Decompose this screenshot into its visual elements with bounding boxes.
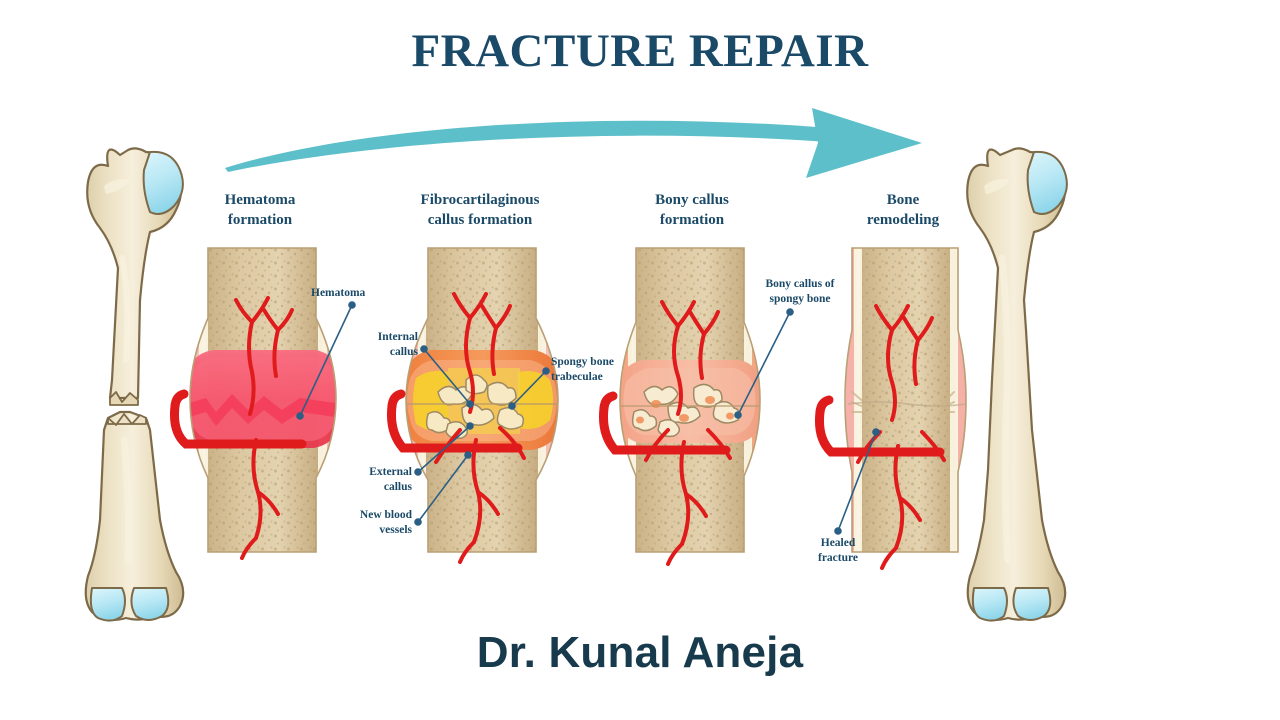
stage-label-line2: formation — [659, 212, 725, 229]
stage-label-fibrocartilaginous-callus-formation: Fibrocartilaginous callus formation — [380, 190, 580, 231]
page-title: FRACTURE REPAIR — [411, 25, 869, 77]
whole-femur-healed — [966, 147, 1068, 622]
bone-segment-stage-2 — [387, 247, 559, 564]
callout-hematoma: Hematoma — [311, 286, 365, 301]
callout-line2: callus — [389, 345, 418, 358]
callout-line2: callus — [383, 480, 412, 493]
callout-line2: spongy bone — [769, 292, 831, 305]
stage-label-bony-callus-formation: Bony callus formation — [612, 190, 772, 231]
callout-healed-fracture: Healed fracture — [790, 536, 886, 566]
callout-line1: Healed — [820, 537, 856, 549]
stage-label-line1: Fibrocartilaginous — [420, 192, 540, 208]
stage-label-line1: Bone — [886, 192, 920, 208]
stage-label-line2: callus formation — [427, 212, 533, 229]
callout-bony-callus-spongy-bone: Bony callus of spongy bone — [740, 277, 860, 307]
callout-line2: fracture — [817, 551, 858, 564]
author-signature: Dr. Kunal Aneja — [476, 628, 804, 677]
callout-line1: External — [369, 466, 412, 478]
stage-label-bone-remodeling: Bone remodeling — [828, 190, 978, 231]
callout-spongy-bone-trabeculae: Spongy bone trabeculae — [551, 355, 614, 385]
callout-line1: New blood — [359, 509, 412, 521]
stage-label-line2: formation — [227, 212, 293, 229]
progression-arrow — [225, 108, 922, 178]
stage-label-line1: Bony callus — [655, 192, 729, 208]
stage-label-hematoma-formation: Hematoma formation — [180, 190, 340, 231]
callout-line2: trabeculae — [551, 370, 603, 383]
callout-line1: Internal — [377, 331, 418, 343]
stage-label-line2: remodeling — [866, 212, 940, 229]
whole-femur-fractured — [84, 147, 185, 622]
callout-line1: Spongy bone — [551, 356, 614, 368]
callout-line1: Bony callus of — [765, 278, 835, 290]
callout-line1: Hematoma — [311, 287, 366, 299]
callout-line2: vessels — [379, 523, 412, 536]
callout-external-callus: External callus — [318, 465, 412, 495]
callout-internal-callus: Internal callus — [324, 330, 418, 360]
stage-label-line1: Hematoma — [224, 192, 296, 208]
callout-new-blood-vessels: New blood vessels — [310, 508, 412, 538]
